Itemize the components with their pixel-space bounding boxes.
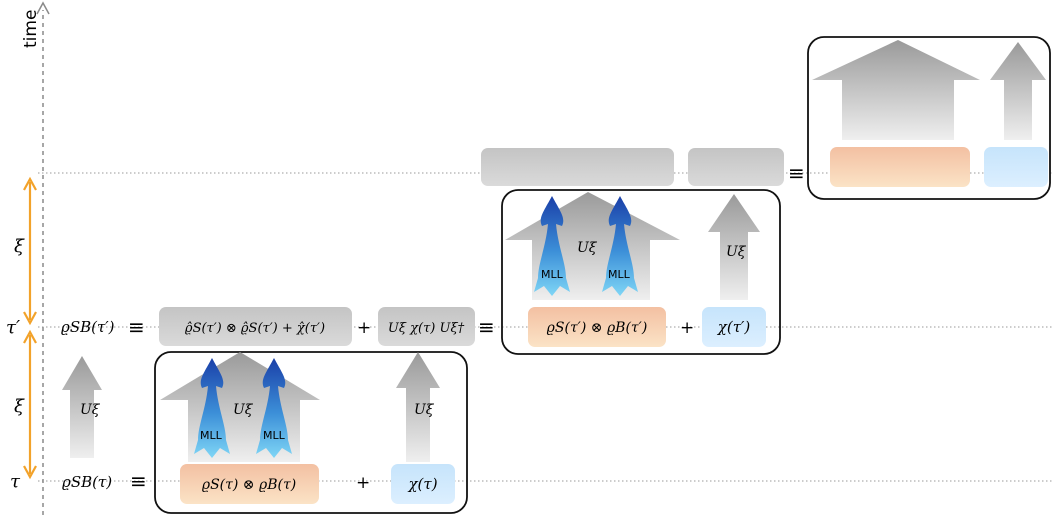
middle-mll-label-1: MLL: [541, 268, 564, 281]
middle-evolution-box: [501, 189, 781, 355]
top-evolution-box: [807, 36, 1051, 200]
product-state-box-tau: [180, 464, 319, 504]
product-state-tau-prime: ϱS(τ′) ⊗ ϱB(τ′): [547, 320, 648, 336]
tau-label: τ: [10, 471, 21, 492]
xi-label-upper: ξ: [14, 236, 25, 257]
unitary-chi-box: [378, 307, 475, 346]
lower-chi-u-label: Uξ: [414, 402, 435, 418]
product-state-tau: ϱS(τ) ⊗ ϱB(τ): [202, 477, 296, 493]
top-chi-arrow: [990, 42, 1046, 140]
middle-chi-u-label: Uξ: [726, 244, 747, 260]
top-blue-box: [984, 147, 1048, 187]
equiv-top: ≡: [788, 161, 805, 185]
lower-evolution-box: [154, 351, 468, 514]
correlation-tau: χ(τ): [407, 475, 437, 493]
middle-chi-arrow: [708, 194, 760, 300]
equiv-tau: ≡: [130, 469, 147, 493]
lower-mll-label-1: MLL: [200, 429, 223, 442]
lower-mll-label-2: MLL: [263, 429, 286, 442]
equiv-tau-prime-2: ≡: [478, 315, 495, 339]
hat-state-term: ϱ̂S(τ′) ⊗ ϱ̂S(τ′) + χ̂(τ′): [185, 321, 325, 336]
correlation-tau-prime: χ(τ′): [717, 318, 751, 336]
lower-chi-arrow: [396, 352, 440, 462]
equiv-tau-prime: ≡: [128, 315, 145, 339]
correlation-box-tau-prime: [702, 307, 766, 347]
plus-tau: +: [356, 473, 370, 493]
time-axis-label: time: [21, 10, 41, 48]
rho-sb-tau-prime: ϱSB(τ′): [61, 318, 115, 336]
tau-prime-label: τ′: [6, 317, 20, 338]
top-house-arrow: [812, 40, 980, 140]
middle-house-u-label: Uξ: [577, 240, 598, 256]
plus-tau-prime-2: +: [680, 318, 694, 338]
rho-sb-tau: ϱSB(τ): [62, 473, 112, 491]
correlation-box-tau: [391, 464, 455, 504]
xi-interval-upper: [23, 176, 37, 326]
left-evolution-arrow: [62, 356, 102, 458]
unitary-chi-term: Uξ χ(τ) Uξ†: [388, 321, 465, 336]
time-axis-arrowhead: [36, 1, 50, 15]
left-evolution-label: Uξ: [80, 402, 101, 418]
xi-interval-lower: [23, 329, 37, 480]
top-peach-box: [830, 147, 970, 187]
hat-state-box: [159, 307, 352, 346]
top-gray-box-1: [481, 148, 674, 186]
middle-mll-label-2: MLL: [608, 268, 631, 281]
top-gray-box-2: [688, 148, 784, 186]
xi-label-lower: ξ: [14, 396, 25, 417]
lower-house-u-label: Uξ: [233, 402, 254, 418]
plus-tau-prime-1: +: [357, 318, 371, 338]
product-state-box-tau-prime: [528, 307, 666, 347]
